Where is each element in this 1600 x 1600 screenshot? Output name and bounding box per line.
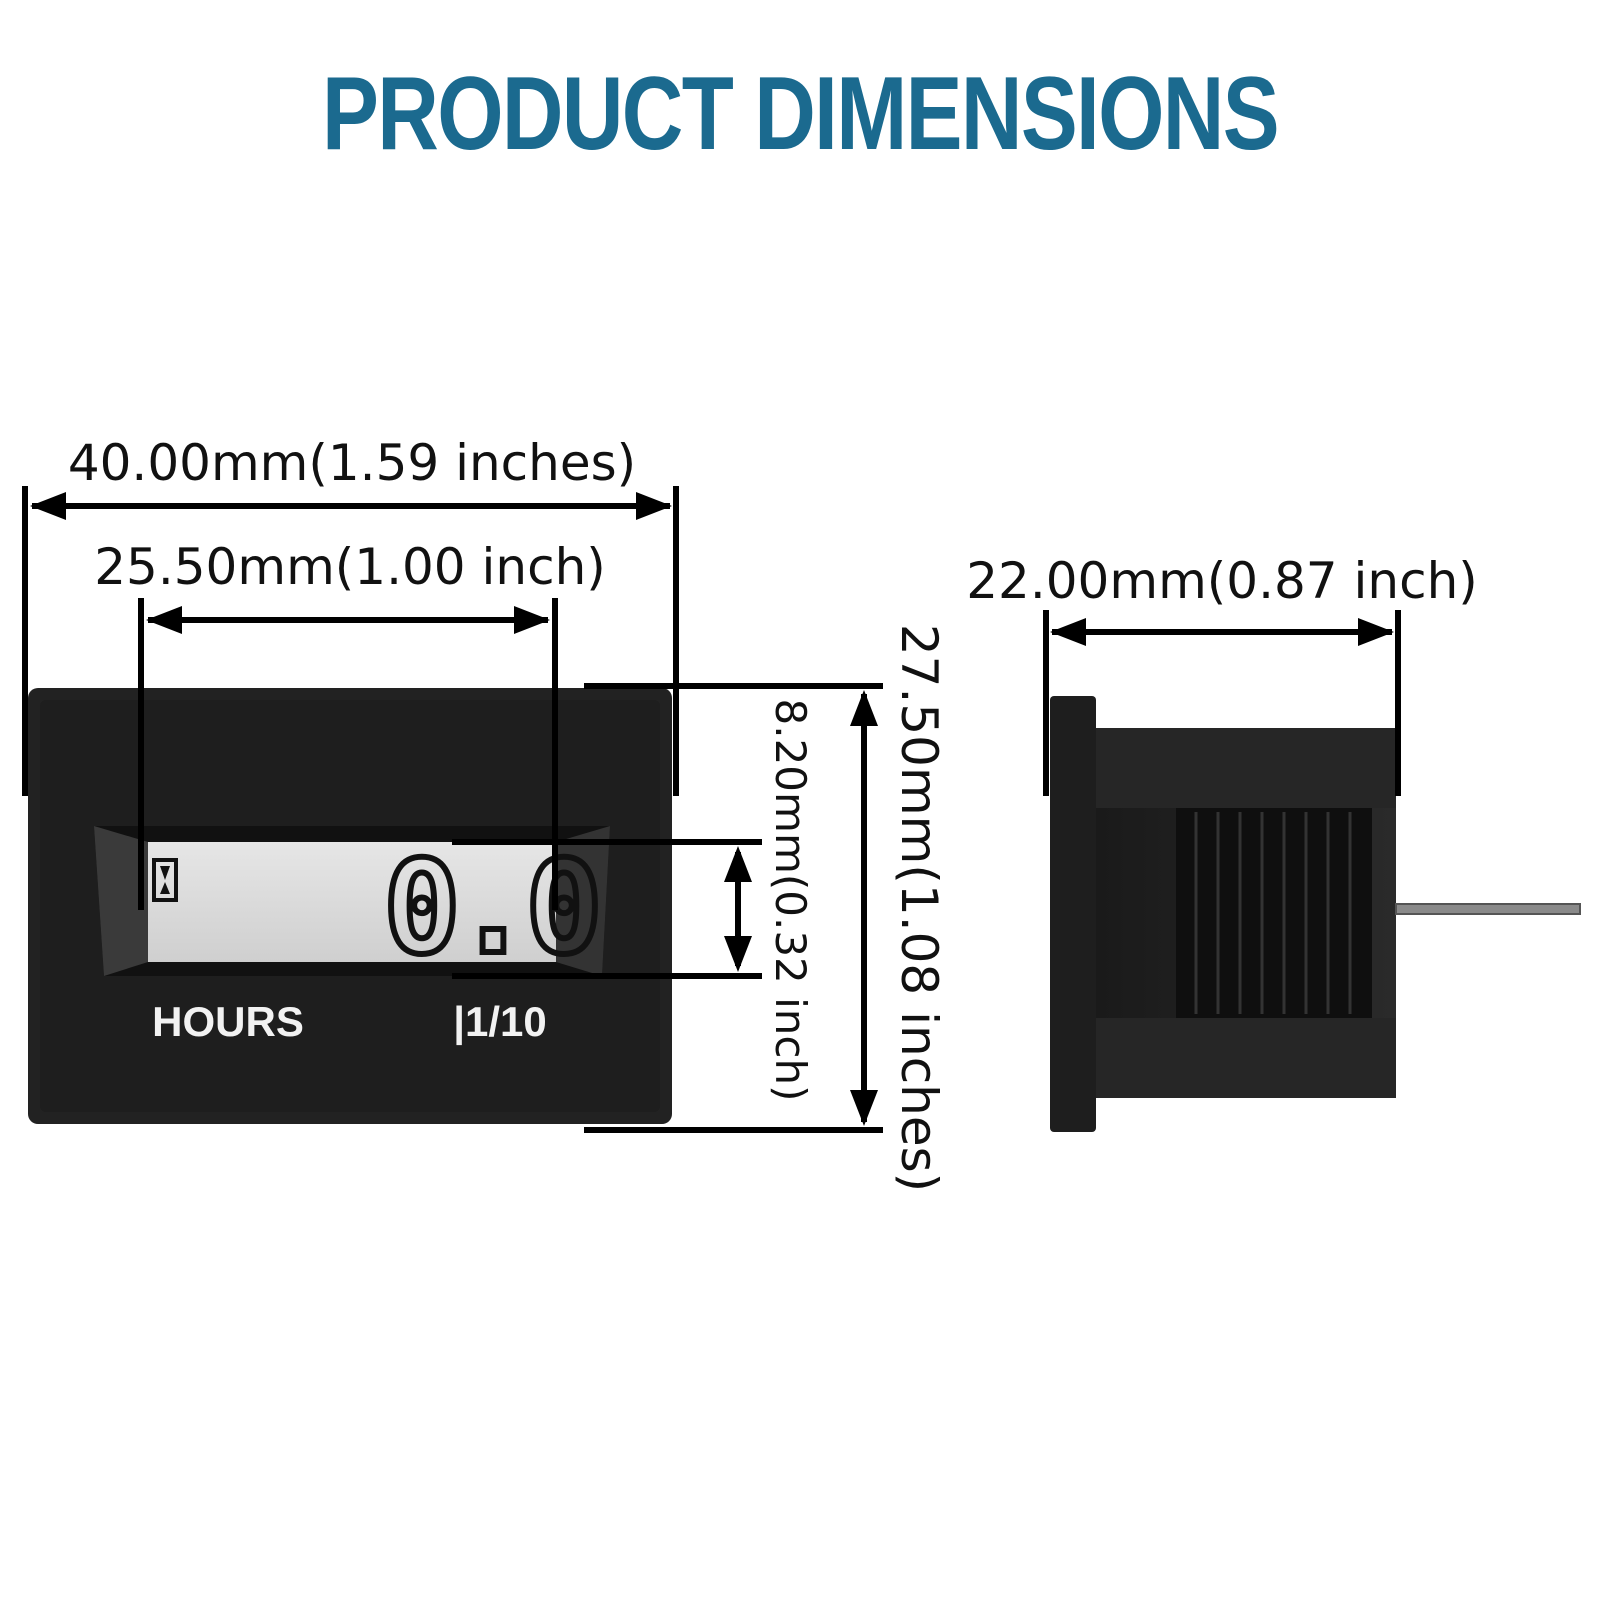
overall-width-label: 40.00mm(1.59 inches) bbox=[68, 434, 636, 492]
arrow-down-icon bbox=[724, 936, 752, 972]
hourglass-icon bbox=[152, 858, 178, 902]
side-fin-block bbox=[1176, 808, 1372, 1018]
arrow-right-icon bbox=[636, 492, 672, 520]
page-title: PRODUCT DIMENSIONS bbox=[322, 56, 1280, 172]
side-flange bbox=[1050, 696, 1096, 1132]
front-view: 0.0 HOURS |1/10 bbox=[28, 688, 672, 1124]
lcd-digits: 0.0 bbox=[383, 834, 596, 983]
depth-label: 22.00mm(0.87 inch) bbox=[966, 552, 1478, 610]
side-fins bbox=[1194, 812, 1352, 1014]
front-arrowheads bbox=[30, 492, 878, 1126]
scale-label: |1/10 bbox=[453, 998, 547, 1046]
lcd-screen bbox=[148, 842, 556, 962]
arrow-left-icon bbox=[30, 492, 66, 520]
side-view bbox=[1050, 696, 1581, 1132]
arrow-left-icon bbox=[146, 606, 182, 634]
terminal-pin bbox=[1395, 903, 1581, 915]
side-dimension-lines bbox=[1043, 610, 1401, 796]
arrow-down-icon bbox=[850, 1090, 878, 1126]
display-width-label: 25.50mm(1.00 inch) bbox=[94, 538, 606, 596]
display-height-label: 8.20mm(0.32 inch) bbox=[766, 699, 815, 1102]
arrow-up-icon bbox=[850, 690, 878, 726]
hours-label: HOURS bbox=[152, 998, 304, 1045]
overall-height-label: 27.50mm(1.08 inches) bbox=[890, 624, 948, 1192]
arrow-right-icon bbox=[1358, 618, 1394, 646]
arrow-right-icon bbox=[514, 606, 550, 634]
arrow-left-icon bbox=[1050, 618, 1086, 646]
arrow-up-icon bbox=[724, 846, 752, 882]
